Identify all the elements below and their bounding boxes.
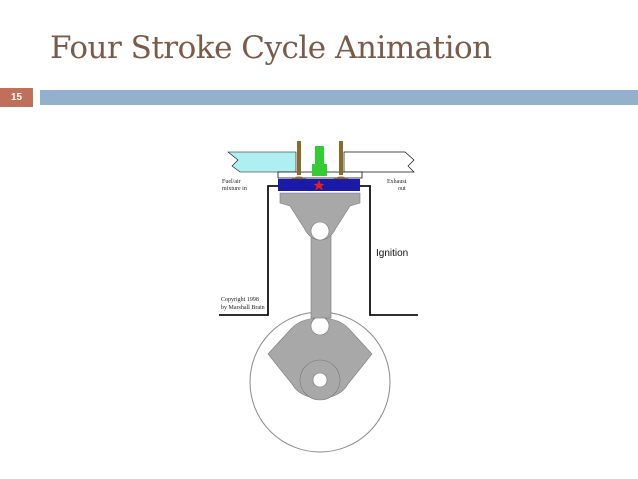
intake-label-line1: Fuel/air (222, 179, 241, 185)
exhaust-valve-stem (339, 141, 343, 175)
exhaust-label-line1: Exhaust (387, 179, 407, 185)
crankshaft-center (312, 372, 328, 388)
connecting-rod (310, 231, 332, 319)
slide-number: 15 (0, 88, 33, 107)
spark-plug-base (312, 164, 327, 176)
cylinder-left-wall (219, 185, 280, 316)
intake-label-line2: mixture in (222, 186, 247, 192)
stroke-label: Ignition (376, 248, 408, 259)
copyright-line1: Copyright 1998 (221, 297, 259, 303)
wrist-pin (310, 221, 330, 241)
cylinder-right-wall (358, 185, 418, 316)
intake-valve-stem (297, 141, 301, 175)
spark-plug (315, 146, 324, 176)
crank-pin (310, 316, 330, 336)
exhaust-label-line2: out (398, 186, 406, 192)
slide-title: Four Stroke Cycle Animation (50, 30, 492, 66)
title-rule-bar (40, 90, 638, 105)
intake-port (227, 151, 297, 173)
spark-star (313, 180, 325, 191)
exhaust-port (343, 151, 415, 173)
copyright-line2: by Marshall Brain (221, 305, 265, 311)
